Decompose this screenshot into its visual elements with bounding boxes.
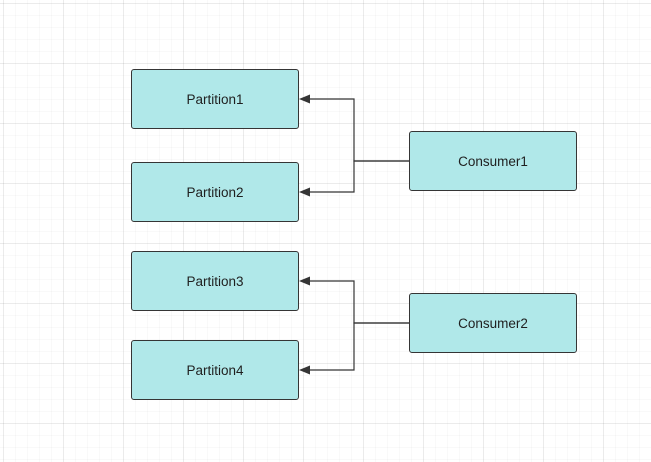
arrowhead-partition1 [299,94,310,104]
consumer2-node[interactable]: Consumer2 [409,293,577,353]
connector-consumer1-partition1[interactable] [308,98,409,162]
arrowhead-partition4 [299,365,310,375]
partition2-label: Partition2 [186,184,244,200]
partition3-label: Partition3 [186,273,244,289]
partition2-node[interactable]: Partition2 [131,162,299,222]
partition3-node[interactable]: Partition3 [131,251,299,311]
connector-consumer1-partition2[interactable] [308,160,409,193]
connector-consumer2-partition4[interactable] [308,322,409,371]
connector-consumer2-partition3[interactable] [308,280,409,324]
partition1-node[interactable]: Partition1 [131,69,299,129]
consumer1-node[interactable]: Consumer1 [409,131,577,191]
consumer1-label: Consumer1 [458,153,528,169]
partition4-node[interactable]: Partition4 [131,340,299,400]
arrowhead-partition3 [299,276,310,286]
consumer2-label: Consumer2 [458,315,528,331]
arrowhead-partition2 [299,187,310,197]
partition4-label: Partition4 [186,362,244,378]
partition1-label: Partition1 [186,91,244,107]
